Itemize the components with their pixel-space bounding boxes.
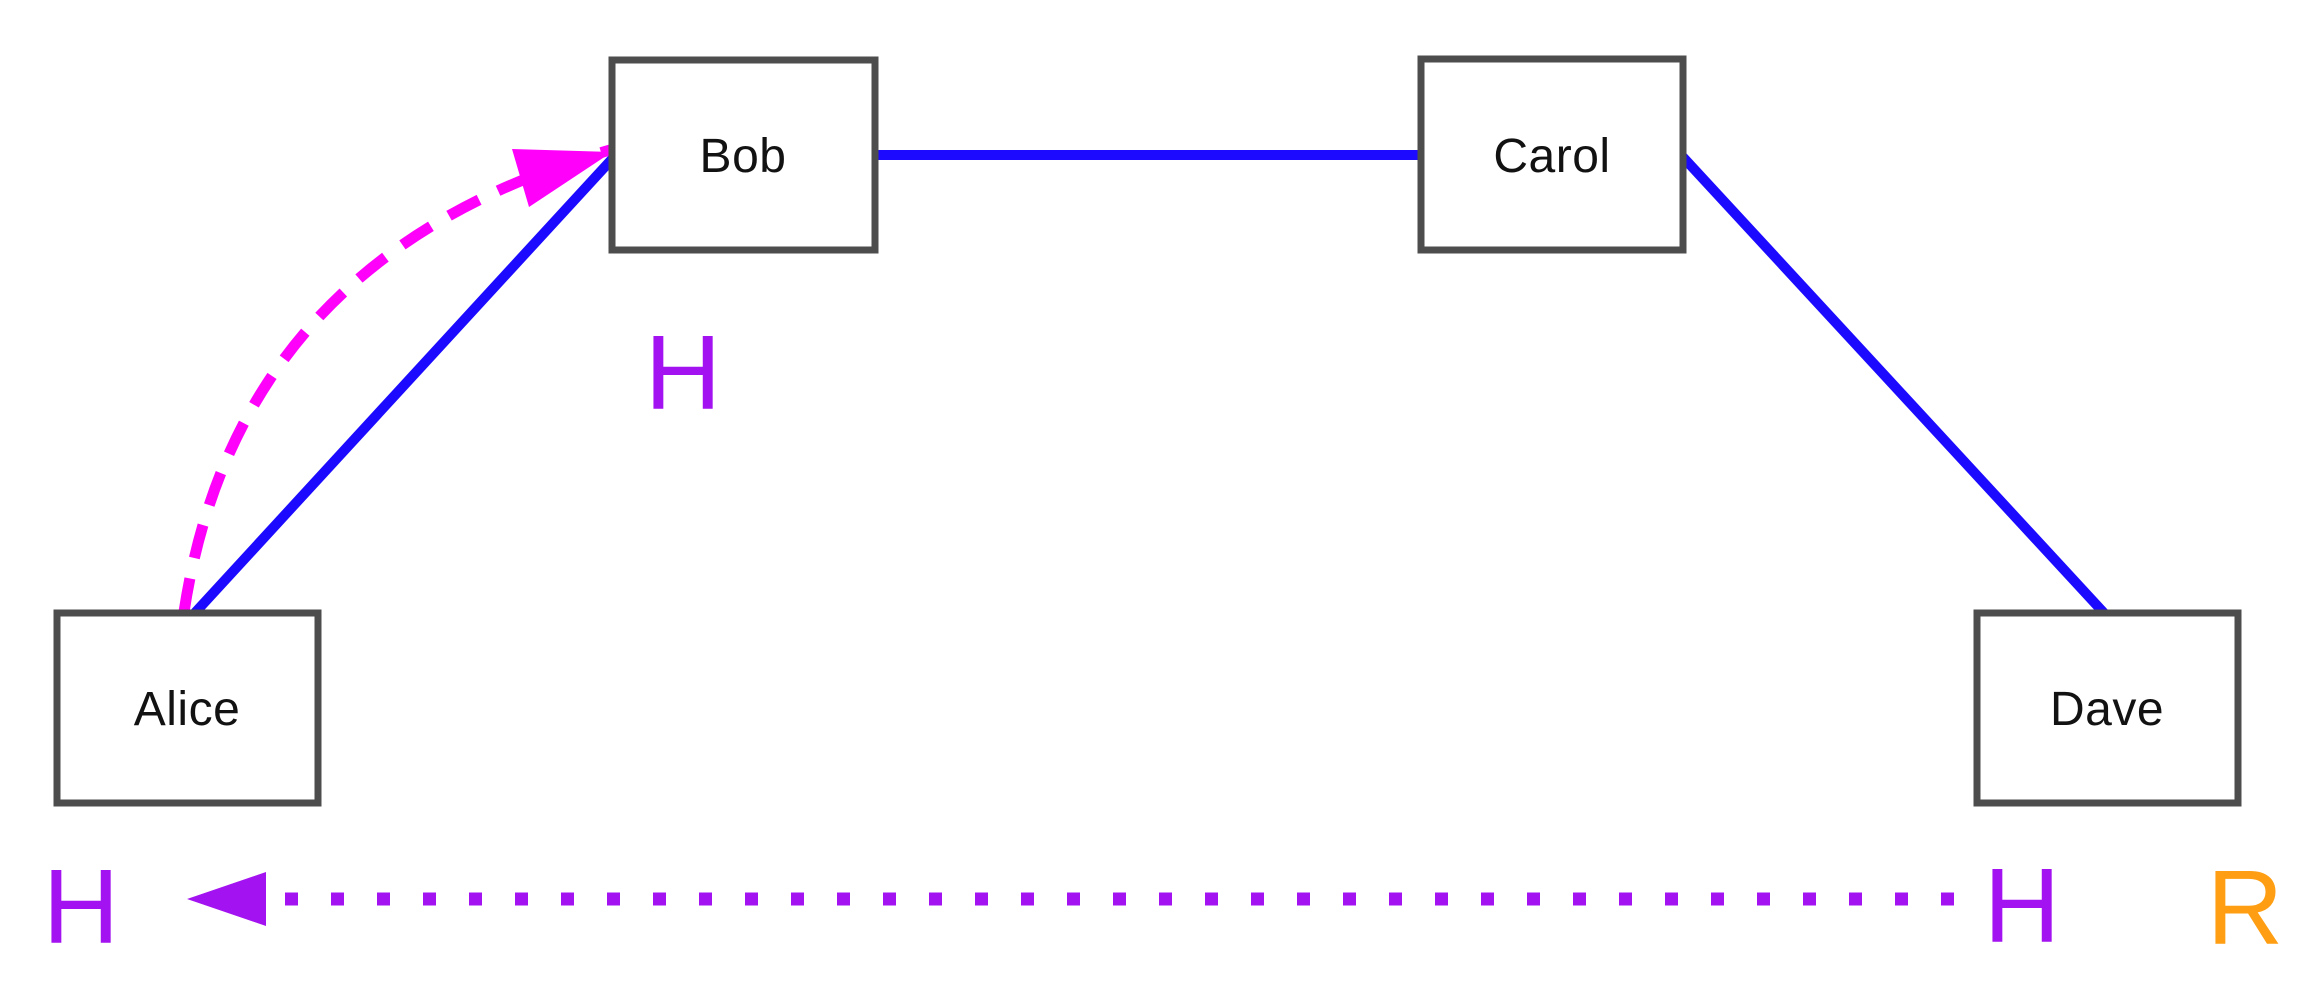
- node-alice-label: Alice: [134, 683, 241, 736]
- dotted-arrowhead-icon: [187, 872, 266, 926]
- label-h-bottom-left: H: [43, 848, 120, 966]
- node-bob-label: Bob: [700, 130, 787, 183]
- node-carol-box: [1417, 55, 1687, 254]
- node-bob: Bob: [608, 56, 879, 254]
- node-carol: Carol: [1417, 55, 1687, 254]
- label-h-near-bob: H: [645, 314, 722, 432]
- node-carol-label: Carol: [1493, 130, 1610, 183]
- node-bob-box: [608, 56, 879, 254]
- node-dave: Dave: [1973, 609, 2242, 807]
- dashed-arrow-alice-to-bob: [178, 144, 612, 613]
- edge-carol-dave: [1678, 152, 2108, 617]
- label-r-bottom-right: R: [2207, 849, 2284, 967]
- edge-group: [188, 150, 2108, 620]
- node-alice-box: [53, 609, 322, 807]
- edge-alice-bob: [188, 154, 617, 620]
- node-dave-label: Dave: [2050, 683, 2164, 736]
- label-h-bottom-right: H: [1984, 847, 2061, 965]
- node-dave-box: [1973, 609, 2242, 807]
- dashed-arrowhead-icon: [512, 149, 612, 207]
- node-alice: Alice: [53, 609, 322, 807]
